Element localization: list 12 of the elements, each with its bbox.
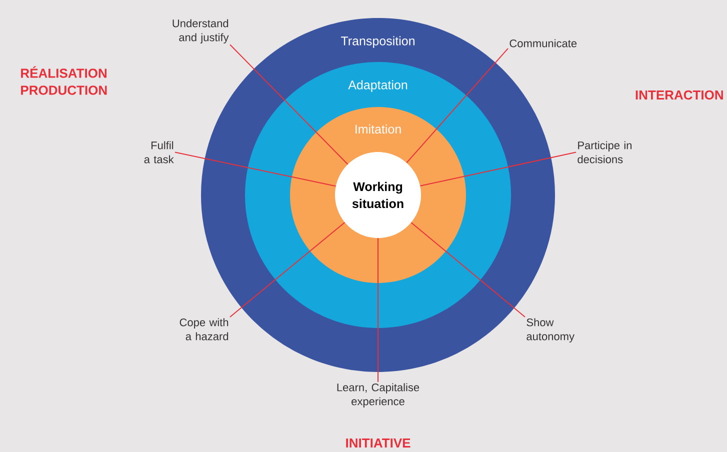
leader-line [420, 152, 576, 186]
callout-text: Fulfil a task [144, 141, 174, 164]
leader-line [174, 152, 336, 187]
section-heading: INTERACTION [636, 90, 723, 100]
leader-line [230, 44, 348, 165]
leader-line [230, 222, 346, 318]
callout-text: Learn, Capitalise experience [337, 383, 420, 408]
section-heading: RÉALISATION PRODUCTION [21, 66, 107, 95]
leader-line [410, 222, 526, 318]
callout-text: Participe in decisions [578, 141, 632, 164]
section-heading: INITIATIVE [346, 438, 410, 448]
leader-line [406, 48, 508, 164]
